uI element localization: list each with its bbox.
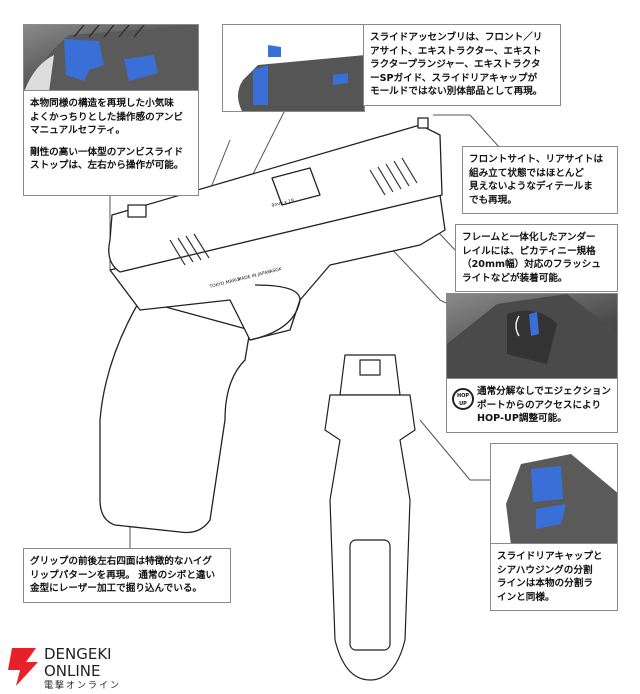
callout-rail-text: フレームと一体化したアンダー レイルには、ピカティニー規格 （20mm幅）対応の…	[462, 232, 601, 284]
front-sight	[417, 117, 429, 129]
callout-grip: グリップの前後左右四面は特徴的なハイグ リップパターンを再現。 通常のシボと違い…	[23, 548, 231, 603]
slide-detail-illustration	[223, 25, 364, 111]
callout-grip-text: グリップの前後左右四面は特徴的なハイグ リップパターンを再現。 通常のシボと違い…	[30, 556, 216, 595]
front-view-frame	[324, 394, 416, 681]
callout-safety-text-2: 剛性の高い一体型のアンビスライド ストップは、左右から操作が可能。	[30, 146, 184, 172]
safety-detail-illustration	[24, 25, 198, 90]
engraving-origin: MADE IN JAPAN	[237, 269, 271, 283]
dengeki-online-logo: DENGEKI ONLINE 電撃オンライン	[4, 642, 140, 691]
engraving-mark: ASGK	[269, 266, 283, 275]
rear-cap-detail-illustration	[491, 444, 617, 543]
ejection-port	[271, 167, 321, 206]
callout-hopup-text: 通常分解なしでエジェクション ポートからのアクセスにより HOP-UP調整可能。	[477, 386, 612, 425]
leader-line	[469, 114, 501, 149]
callout-hopup: HOP UP 通常分解なしでエジェクション ポートからのアクセスにより HOP-…	[446, 378, 618, 433]
callout-rear-cap-text: スライドリアキャップと シアハウジングの分割 ラインは本物の分割ラ インと同様。	[497, 551, 603, 603]
callout-safety: 本物同様の構造を再現した小気味 よくかっちりとした操作感のアンビ マニュアルセフ…	[23, 90, 199, 196]
hopup-badge-icon: HOP UP	[452, 388, 474, 410]
callout-sights: フロントサイト、リアサイトは 組み立て状態ではほとんど 見えないようなディテール…	[462, 146, 618, 215]
leader-line	[349, 204, 441, 301]
logo-subtitle: 電撃オンライン	[44, 679, 121, 690]
leader-line	[424, 217, 456, 251]
lightning-logo-icon: DENGEKI ONLINE 電撃オンライン	[8, 645, 121, 691]
callout-slide: スライドアッセンブリは、フロント／リ アサイト、エキストラクター、エキスト ラク…	[363, 24, 561, 106]
photo-slide-assembly	[222, 24, 365, 112]
pistol-frame	[109, 194, 446, 341]
svg-text:ONLINE: ONLINE	[44, 662, 101, 680]
photo-ambi-safety	[23, 24, 199, 91]
callout-rail: フレームと一体化したアンダー レイルには、ピカティニー規格 （20mm幅）対応の…	[455, 224, 618, 293]
photo-hopup	[446, 293, 618, 379]
engraving-caliber: 9mm x 19	[271, 198, 295, 209]
trigger-guard	[249, 284, 301, 341]
pistol-grip	[99, 299, 251, 534]
svg-text:DENGEKI: DENGEKI	[44, 645, 112, 663]
photo-rear-cap	[490, 443, 618, 544]
front-view-sight	[359, 359, 381, 376]
front-view-magazine	[349, 539, 391, 651]
rear-sight	[127, 204, 147, 218]
hopup-detail-illustration	[447, 294, 617, 378]
callout-rear-cap: スライドリアキャップと シアハウジングの分割 ラインは本物の分割ラ インと同様。	[490, 543, 618, 612]
front-view-slide	[339, 354, 401, 396]
engraving-maker: TOKYO MARUI	[208, 277, 241, 291]
callout-sights-text: フロントサイト、リアサイトは 組み立て状態ではほとんど 見えないようなディテール…	[469, 154, 604, 206]
callout-slide-text: スライドアッセンブリは、フロント／リ アサイト、エキストラクター、エキスト ラク…	[370, 32, 543, 98]
leader-line	[204, 109, 286, 271]
callout-safety-text-1: 本物同様の構造を再現した小気味 よくかっちりとした操作感のアンビ マニュアルセフ…	[30, 98, 184, 137]
